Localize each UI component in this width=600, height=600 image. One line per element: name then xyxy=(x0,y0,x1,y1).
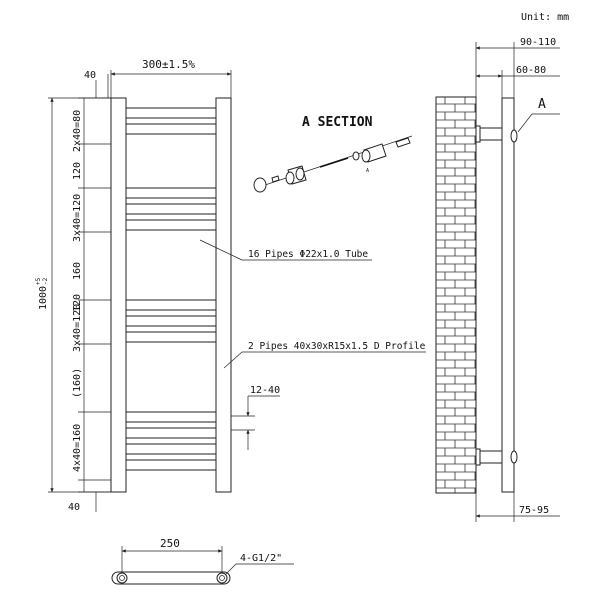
seg-8-label: 4x40=160 xyxy=(72,424,83,472)
section-marker: A xyxy=(517,97,560,133)
wall-depth-label: 75-95 xyxy=(519,505,549,516)
wall-plug xyxy=(395,137,411,148)
tubes-callout-label: 16 Pipes Φ22x1.0 Tube xyxy=(248,249,368,260)
pipe-gap-label: 12-40 xyxy=(250,385,280,396)
profile-callout-label: 2 Pipes 40x30xR15x1.5 D Profile xyxy=(248,341,426,352)
right-connection xyxy=(216,572,228,584)
tube xyxy=(125,427,217,439)
tube xyxy=(125,443,217,455)
wall-near-label: 60-80 xyxy=(516,65,546,76)
right-profile xyxy=(215,97,232,493)
profile-callout: 2 Pipes 40x30xR15x1.5 D Profile xyxy=(223,341,426,369)
brick-wall xyxy=(435,96,477,494)
tube xyxy=(125,203,217,215)
wall-depth-dimension: 75-95 xyxy=(475,492,560,522)
tube xyxy=(125,315,217,327)
bottom-offset-dimension: 40 xyxy=(68,492,97,513)
section-title: A SECTION xyxy=(302,115,373,130)
section-detail: A SECTION A xyxy=(253,115,413,193)
tube xyxy=(125,331,217,343)
total-width-label: 300±1.5% xyxy=(142,58,195,71)
side-profile xyxy=(501,97,515,493)
seg-1-label: 2x40=80 xyxy=(72,110,83,152)
washer xyxy=(352,151,360,161)
svg-text:A: A xyxy=(366,168,369,174)
left-connection xyxy=(116,572,128,584)
front-view xyxy=(110,97,232,493)
long-screw xyxy=(319,157,349,168)
side-view xyxy=(435,96,518,494)
seg-7-label: (160) xyxy=(72,368,83,398)
seg-6-label: 3x40=120 xyxy=(72,304,83,352)
tube xyxy=(125,459,217,471)
top-offset-label: 40 xyxy=(84,70,96,81)
unit-label: Unit: mm xyxy=(521,12,569,23)
seg-4-label: 160 xyxy=(72,262,83,280)
end-cap xyxy=(253,177,267,193)
pipe-gap-dimension: 12-40 xyxy=(231,385,280,450)
tube xyxy=(125,219,217,231)
tube xyxy=(125,107,217,119)
tube xyxy=(125,187,217,199)
total-height-label: 1000 xyxy=(38,286,49,310)
tube xyxy=(125,299,217,311)
seg-5-label: 120 xyxy=(72,294,83,312)
wall-near-dimension: 60-80 xyxy=(475,65,560,98)
top-bracket xyxy=(477,127,503,141)
height-tolerance-upper: +5 xyxy=(35,277,42,285)
tube xyxy=(125,123,217,135)
tube xyxy=(125,411,217,423)
top-offset-dimension: 40 xyxy=(84,70,109,98)
section-marker-label: A xyxy=(538,97,546,112)
height-tolerance-lower: -2 xyxy=(42,277,49,285)
left-profile xyxy=(110,97,127,493)
bottom-bracket xyxy=(477,450,503,464)
seg-3-label: 3x40=120 xyxy=(72,194,83,242)
bottom-view: 250 4-G1/2" xyxy=(111,537,294,585)
bottom-width-label: 250 xyxy=(160,537,180,550)
width-dimension: 300±1.5% xyxy=(110,58,232,98)
connection-label: 4-G1/2" xyxy=(240,553,282,564)
segment-dimensions: 2x40=80 120 3x40=120 160 120 3x40=120 (1… xyxy=(72,97,111,493)
tubes-callout: 16 Pipes Φ22x1.0 Tube xyxy=(199,239,372,261)
seg-2-label: 120 xyxy=(72,162,83,180)
wall-far-dimension: 90-110 xyxy=(475,37,560,98)
wall-far-label: 90-110 xyxy=(520,37,556,48)
horizontal-tubes xyxy=(125,107,217,471)
bottom-offset-label: 40 xyxy=(68,502,80,513)
bottom-profile xyxy=(111,571,231,585)
